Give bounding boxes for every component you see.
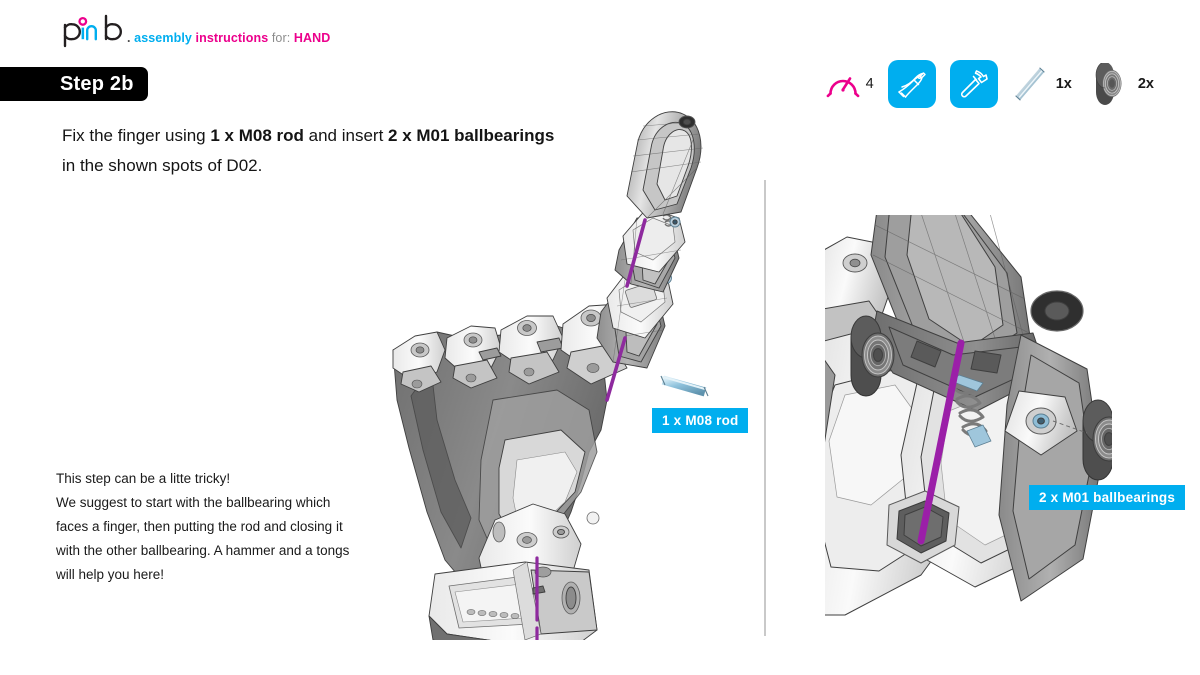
rod-quantity: 1x bbox=[1055, 76, 1072, 92]
page-header: . assembly instructions for: HAND 4 bbox=[0, 0, 1200, 108]
instruction-text: Fix the finger using 1 x M08 rod and ins… bbox=[62, 121, 702, 181]
note-line: This step can be a litte tricky! bbox=[56, 471, 231, 486]
pliers-icon bbox=[897, 72, 926, 98]
note-line: with the other ballbearing. A hammer and… bbox=[56, 543, 350, 558]
tool-hammer-tile bbox=[949, 60, 998, 108]
detail-illustration-finger-joint bbox=[825, 215, 1112, 620]
tagline-assembly: assembly bbox=[134, 30, 192, 45]
step-badge: Step 2b bbox=[0, 67, 148, 101]
part-ballbearing-item: 2x bbox=[1086, 63, 1154, 105]
tagline-separator: . bbox=[127, 30, 131, 45]
tagline-for: for: bbox=[271, 30, 291, 45]
brand-logo-block: . assembly instructions for: HAND bbox=[62, 14, 330, 48]
ballbearing-quantity: 2x bbox=[1137, 76, 1154, 92]
floating-rod-part bbox=[660, 375, 709, 397]
tagline-instructions: instructions bbox=[195, 30, 269, 45]
panel-divider bbox=[764, 180, 766, 636]
difficulty-indicator: 4 bbox=[826, 69, 874, 99]
tool-pliers-tile bbox=[887, 60, 936, 108]
difficulty-gauge-icon bbox=[826, 77, 860, 98]
tagline-target: HAND bbox=[293, 30, 331, 45]
note-line: We suggest to start with the ballbearing… bbox=[56, 495, 331, 510]
brand-tagline: . assembly instructions for: HAND bbox=[127, 30, 331, 49]
hammer-icon bbox=[960, 70, 988, 98]
instruction-part-3: in the shown spots of D02. bbox=[62, 156, 263, 175]
tip-note: This step can be a litte tricky! We sugg… bbox=[56, 467, 396, 587]
part-rod-item: 1x bbox=[1012, 64, 1072, 104]
note-line: will help you here! bbox=[56, 567, 165, 582]
instruction-bold-ballbearings: 2 x M01 ballbearings bbox=[388, 126, 555, 145]
ballbearing-right bbox=[1082, 399, 1112, 481]
callout-ballbearings-text: 2 x M01 ballbearings bbox=[1039, 490, 1176, 505]
difficulty-value: 4 bbox=[865, 76, 874, 92]
finger-joint-svg bbox=[825, 215, 1112, 620]
instruction-part-1: Fix the finger using bbox=[62, 126, 211, 145]
ballbearing-icon bbox=[1095, 63, 1122, 105]
callout-rod-label: 1 x M08 rod bbox=[652, 408, 749, 433]
rod-icon bbox=[1014, 67, 1045, 101]
main-illustration-robotic-hand bbox=[375, 100, 735, 655]
tools-and-parts-bar: 4 bbox=[826, 58, 1154, 110]
instruction-part-2: and insert bbox=[303, 126, 389, 145]
note-line: faces a finger, then putting the rod and… bbox=[56, 519, 343, 534]
robotic-hand-svg bbox=[392, 111, 709, 655]
step-label: Step 2b bbox=[60, 72, 134, 95]
callout-rod-text: 1 x M08 rod bbox=[662, 413, 739, 428]
ballbearing-left bbox=[850, 315, 895, 397]
instruction-bold-rod: 1 x M08 rod bbox=[210, 126, 304, 145]
pib-logo-icon bbox=[63, 14, 122, 48]
callout-ballbearings-label: 2 x M01 ballbearings bbox=[1029, 485, 1186, 510]
